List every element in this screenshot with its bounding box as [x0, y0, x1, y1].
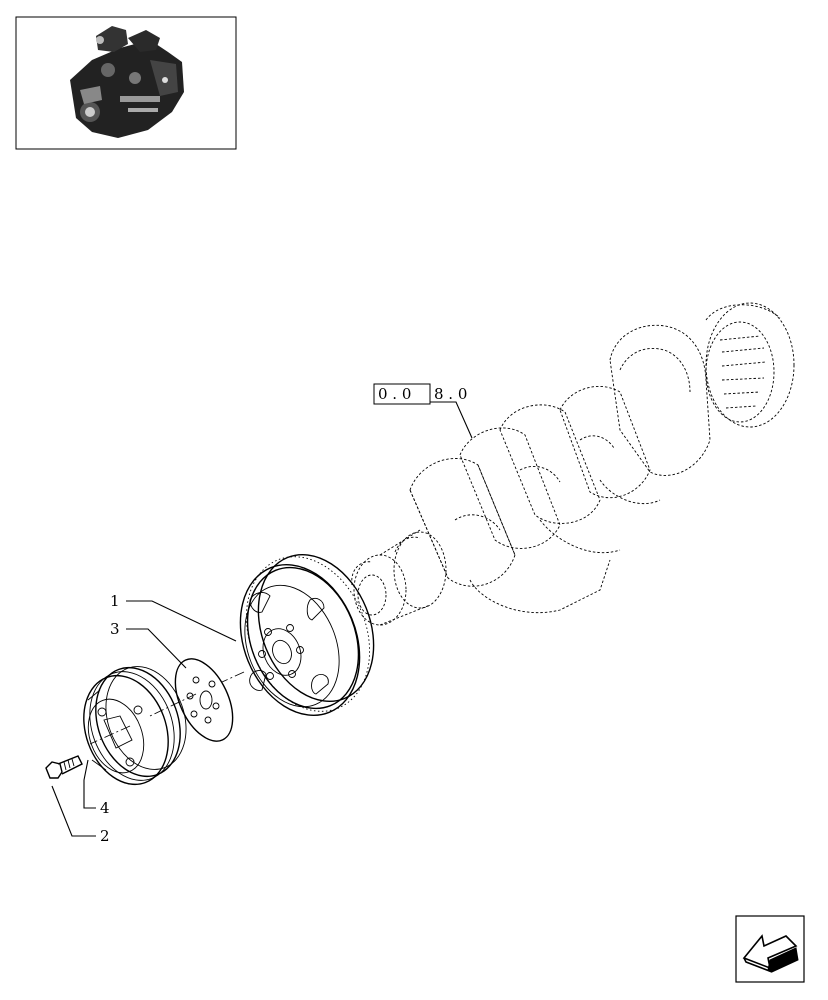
callout-3[interactable]: 3: [110, 620, 120, 638]
crankshaft-ghost: [351, 302, 795, 626]
pulley-4[interactable]: [69, 655, 200, 796]
damper-pulley-1[interactable]: [219, 537, 395, 733]
callout-4[interactable]: 4: [100, 799, 110, 817]
engine-thumbnail[interactable]: [15, 16, 237, 150]
reference-boxed-text: 0 . 0: [378, 385, 411, 403]
callout-leaders: [51, 401, 473, 837]
engine-thumbnail-icon: [70, 26, 184, 138]
callout-1[interactable]: 1: [110, 592, 120, 610]
bolt-2[interactable]: [45, 755, 83, 779]
previous-page-arrow-icon: [742, 934, 799, 973]
plate-3[interactable]: [164, 650, 245, 750]
reference-rest-text: 8 . 0: [434, 385, 467, 403]
reference-link[interactable]: 0 . 0 8 . 0: [373, 383, 467, 405]
callout-2[interactable]: 2: [100, 827, 110, 845]
previous-page-button[interactable]: [735, 915, 805, 983]
axis-centerline: [89, 671, 245, 745]
